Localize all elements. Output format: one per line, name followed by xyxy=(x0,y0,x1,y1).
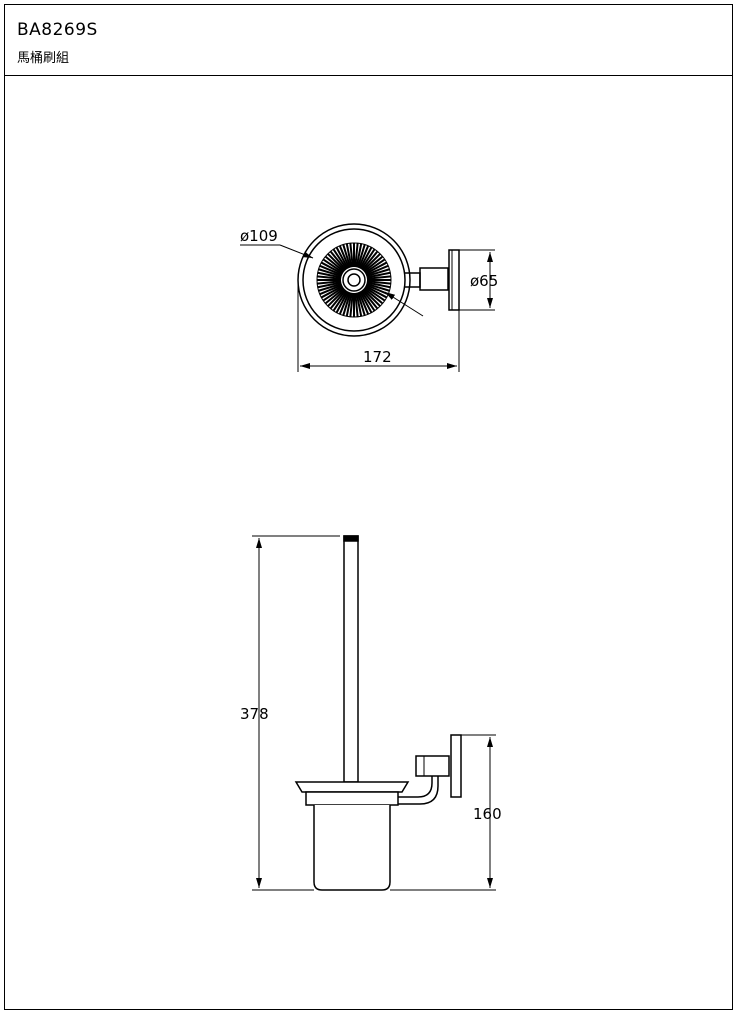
bristle-line xyxy=(358,291,370,315)
bristle-line xyxy=(354,292,359,317)
dim-label-dia109: ø109 xyxy=(240,227,278,245)
bristle-line xyxy=(364,285,388,299)
bristle-line xyxy=(366,275,391,280)
front-view xyxy=(294,535,462,891)
brush-handle xyxy=(343,535,359,783)
bristle-line xyxy=(363,287,384,305)
bristle-line xyxy=(361,289,379,310)
handle-cap xyxy=(343,535,359,542)
bristle-line xyxy=(356,244,366,268)
bristle-line xyxy=(358,245,370,269)
dim-label-dia65: ø65 xyxy=(470,272,498,290)
bristle-line xyxy=(345,243,353,268)
bristle-line xyxy=(332,290,348,312)
bristle-line xyxy=(318,268,342,278)
bristle-line xyxy=(366,280,391,285)
bristle-line xyxy=(324,255,345,273)
bristle-line xyxy=(338,245,350,269)
brush-bristles xyxy=(316,242,392,318)
bristle-line xyxy=(345,292,353,317)
bristle-line xyxy=(349,292,354,317)
bristle-line xyxy=(327,288,346,307)
bristle-line xyxy=(324,287,345,305)
bristle-line xyxy=(354,243,359,268)
bristle-line xyxy=(365,284,389,296)
bristle-line xyxy=(320,261,344,275)
brush-hub-inner xyxy=(347,273,361,287)
model-number: BA8269S xyxy=(17,20,98,40)
top-view-dimensions xyxy=(240,244,495,372)
bristle-line xyxy=(363,255,384,273)
bristle-line xyxy=(356,292,366,316)
support-arm-bent xyxy=(398,772,433,798)
dim-label-172: 172 xyxy=(363,348,392,366)
bristle-line xyxy=(317,281,342,289)
bristle-line xyxy=(365,264,389,276)
bristle-line xyxy=(322,286,344,302)
dim-label-160: 160 xyxy=(473,805,502,823)
arm-collar xyxy=(419,267,449,291)
bristle-line xyxy=(360,290,376,312)
bristle-line xyxy=(342,244,352,268)
support-arm xyxy=(404,272,421,288)
bristle-line xyxy=(359,290,373,314)
bristle-outline xyxy=(316,242,392,318)
bristle-line xyxy=(335,246,349,270)
bristle-line xyxy=(366,271,391,279)
bristle-line xyxy=(366,268,390,278)
bristle-line xyxy=(317,280,342,285)
bristle-line xyxy=(327,253,346,272)
holder-outer-rim xyxy=(297,223,411,337)
holder-inner-rim xyxy=(302,228,406,332)
bristle-line xyxy=(332,248,348,270)
bristle-line xyxy=(361,250,379,271)
dim-label-378: 378 xyxy=(240,705,269,723)
wall-flange-side xyxy=(450,734,462,798)
bristle-line xyxy=(362,253,381,272)
bristle-line xyxy=(329,250,347,271)
bristle-line xyxy=(349,243,354,268)
title-block: BA8269S 馬桶刷組 xyxy=(5,5,732,76)
bristle-line xyxy=(342,292,352,316)
bristle-line xyxy=(355,243,363,268)
bristle-line xyxy=(319,264,343,276)
bristle-line xyxy=(335,290,349,314)
bristle-line xyxy=(364,258,386,274)
bristle-line xyxy=(359,246,373,270)
bristle-line xyxy=(329,289,347,310)
drawing-sheet: BA8269S 馬桶刷組 xyxy=(4,4,733,1010)
bristle-line xyxy=(355,292,363,317)
glass-cup xyxy=(313,805,391,891)
bristle-line xyxy=(338,291,350,315)
bristle-line xyxy=(320,285,344,299)
bristle-line xyxy=(317,275,342,280)
bristle-line xyxy=(322,258,344,274)
top-view xyxy=(297,223,460,337)
holder-ring xyxy=(294,781,410,793)
bristle-line xyxy=(366,281,391,289)
arm-collar-block xyxy=(415,755,450,777)
bristle-line xyxy=(318,282,342,292)
wall-flange xyxy=(448,249,460,311)
front-view-dimensions xyxy=(252,535,496,891)
bristle-line xyxy=(317,271,342,279)
bristle-line xyxy=(364,286,386,302)
bristle-line xyxy=(360,248,376,270)
bristle-line xyxy=(366,282,390,292)
product-name: 馬桶刷組 xyxy=(17,51,70,66)
bristle-line xyxy=(319,284,343,296)
bristle-line xyxy=(364,261,388,275)
bristle-line xyxy=(362,288,381,307)
holder-band xyxy=(305,791,399,806)
